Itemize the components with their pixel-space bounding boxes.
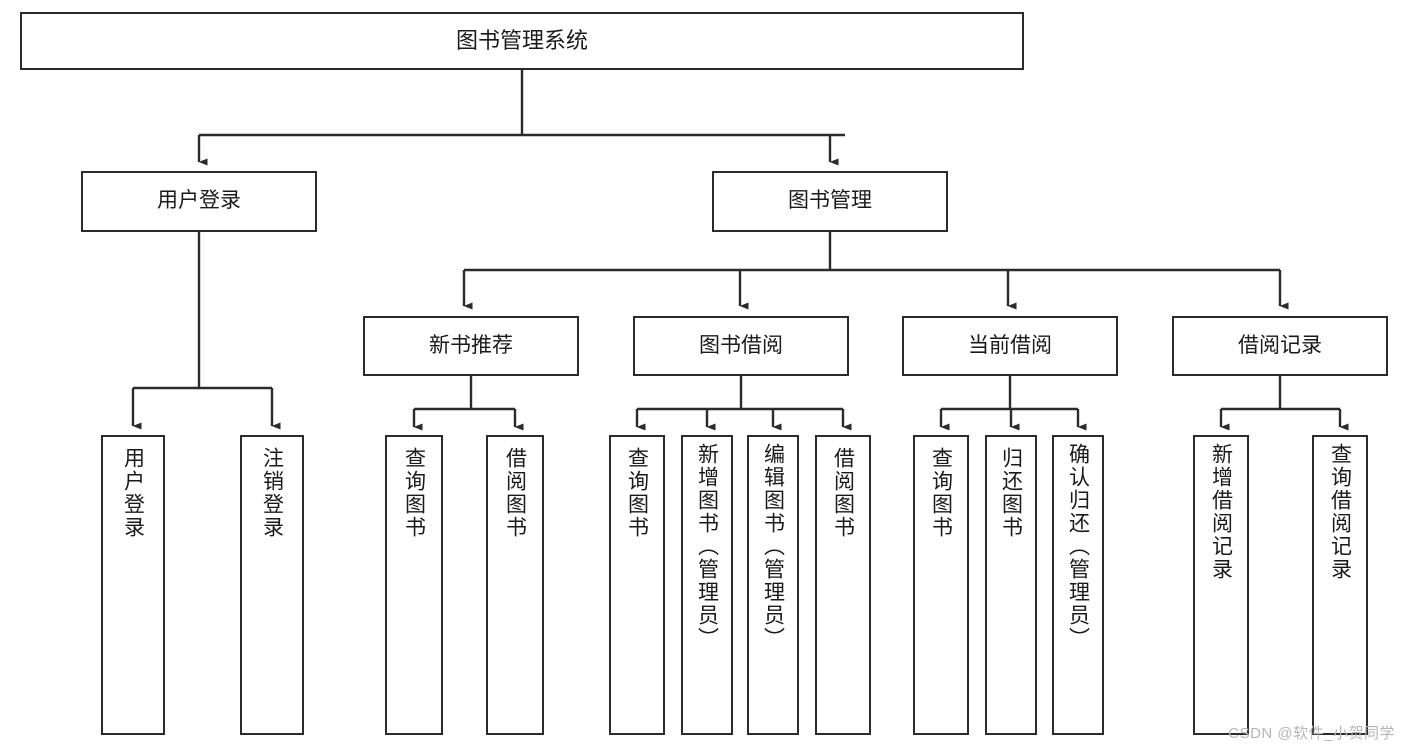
node-leaf-logout-login[interactable]: 注销登录 bbox=[240, 435, 304, 735]
node-leaf-return-book[interactable]: 归还图书 bbox=[985, 435, 1037, 735]
node-leaf-query-book-3-label: 查询图书 bbox=[929, 447, 953, 539]
node-leaf-confirm-return[interactable]: 确认归还（管理员） bbox=[1052, 435, 1104, 735]
node-new-book-recommend-label: 新书推荐 bbox=[429, 333, 513, 357]
node-leaf-edit-book-label: 编辑图书（管理员） bbox=[761, 443, 785, 650]
node-new-book-recommend[interactable]: 新书推荐 bbox=[363, 316, 579, 376]
node-root-label: 图书管理系统 bbox=[455, 28, 588, 54]
node-borrow-record-label: 借阅记录 bbox=[1238, 333, 1322, 357]
node-leaf-query-record-label: 查询借阅记录 bbox=[1328, 443, 1352, 581]
node-leaf-borrow-book-2[interactable]: 借阅图书 bbox=[815, 435, 871, 735]
edge-group-user-login-leaves bbox=[131, 232, 281, 430]
node-borrow-record[interactable]: 借阅记录 bbox=[1172, 316, 1388, 376]
watermark-text: CSDN @软件_小贺同学 bbox=[1228, 725, 1395, 742]
node-leaf-add-record[interactable]: 新增借阅记录 bbox=[1193, 435, 1249, 735]
node-user-login-label: 用户登录 bbox=[157, 189, 241, 213]
edge-group-current-borrow-leaves bbox=[939, 376, 1087, 431]
node-leaf-add-record-label: 新增借阅记录 bbox=[1209, 443, 1233, 581]
node-root[interactable]: 图书管理系统 bbox=[20, 12, 1024, 70]
node-leaf-return-book-label: 归还图书 bbox=[999, 447, 1023, 539]
edge-group-root bbox=[197, 70, 845, 166]
node-leaf-query-record[interactable]: 查询借阅记录 bbox=[1312, 435, 1368, 735]
node-leaf-user-login-label: 用户登录 bbox=[121, 447, 145, 539]
node-leaf-add-book[interactable]: 新增图书（管理员） bbox=[681, 435, 733, 735]
edge-group-borrow-record-leaves bbox=[1219, 376, 1349, 431]
node-user-login[interactable]: 用户登录 bbox=[81, 171, 317, 232]
node-book-manage-label: 图书管理 bbox=[788, 189, 872, 213]
edge-group-book-manage bbox=[462, 232, 1289, 310]
node-leaf-borrow-book-1-label: 借阅图书 bbox=[503, 447, 527, 539]
node-current-borrow-label: 当前借阅 bbox=[968, 333, 1052, 357]
node-book-borrow[interactable]: 图书借阅 bbox=[633, 316, 849, 376]
node-leaf-query-book-2[interactable]: 查询图书 bbox=[609, 435, 665, 735]
node-leaf-query-book-1[interactable]: 查询图书 bbox=[385, 435, 443, 735]
node-leaf-query-book-2-label: 查询图书 bbox=[625, 447, 649, 539]
node-leaf-borrow-book-2-label: 借阅图书 bbox=[831, 447, 855, 539]
edge-group-book-borrow-leaves bbox=[635, 376, 852, 431]
node-leaf-edit-book[interactable]: 编辑图书（管理员） bbox=[747, 435, 799, 735]
node-book-borrow-label: 图书借阅 bbox=[699, 333, 783, 357]
node-current-borrow[interactable]: 当前借阅 bbox=[902, 316, 1118, 376]
node-leaf-user-login[interactable]: 用户登录 bbox=[101, 435, 165, 735]
node-leaf-query-book-1-label: 查询图书 bbox=[402, 447, 426, 539]
node-leaf-confirm-return-label: 确认归还（管理员） bbox=[1066, 443, 1090, 650]
node-leaf-query-book-3[interactable]: 查询图书 bbox=[913, 435, 969, 735]
node-book-manage[interactable]: 图书管理 bbox=[712, 171, 948, 232]
edge-group-new-book-recommend-leaves bbox=[412, 376, 524, 431]
node-leaf-logout-login-label: 注销登录 bbox=[260, 447, 284, 539]
node-leaf-borrow-book-1[interactable]: 借阅图书 bbox=[486, 435, 544, 735]
node-leaf-add-book-label: 新增图书（管理员） bbox=[695, 443, 719, 650]
